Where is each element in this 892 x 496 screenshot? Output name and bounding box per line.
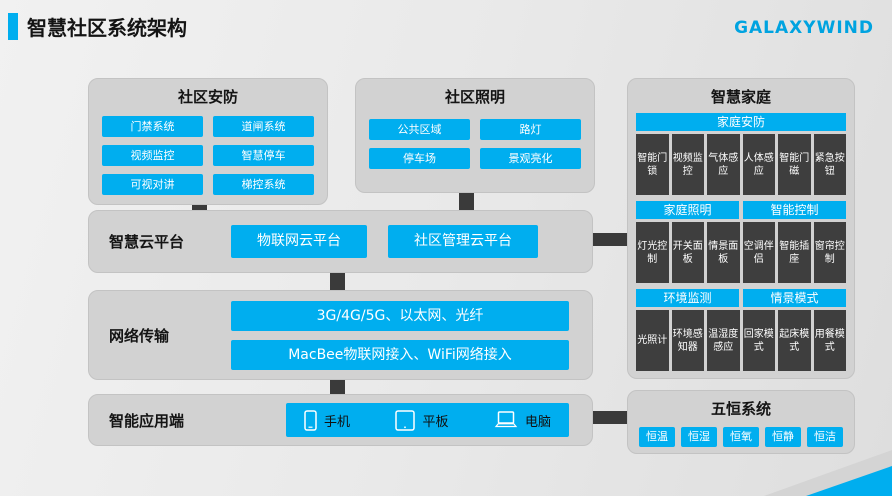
panel-smart-home: 智慧家庭 家庭安防 智能门锁 视频监控 气体感应 人体感应 智能门磁 紧急按钮 … (627, 78, 855, 379)
node-access-control: 门禁系统 (102, 116, 203, 137)
smart-home-node-row: 智能门锁 视频监控 气体感应 人体感应 智能门磁 紧急按钮 (636, 134, 846, 195)
panel-five-constant-system: 五恒系统 恒温 恒湿 恒氧 恒静 恒洁 (627, 390, 855, 454)
device-tablet-label: 平板 (422, 414, 449, 430)
node-constant-oxygen: 恒氧 (723, 427, 759, 447)
smart-home-section-header-row: 家庭安防 (636, 113, 846, 131)
node-macbee-wifi-access: MacBee物联网接入、WiFi网络接入 (231, 339, 569, 370)
panel-five-constant-title: 五恒系统 (710, 400, 771, 418)
node-parking-lot: 停车场 (369, 148, 470, 169)
node-smart-door-lock: 智能门锁 (636, 134, 669, 195)
node-constant-humidity: 恒湿 (681, 427, 717, 447)
connector-lighting-to-cloud (459, 187, 474, 214)
node-switch-panel: 开关面板 (671, 222, 704, 283)
node-emergency-button: 紧急按钮 (813, 134, 846, 195)
node-gas-sensor: 气体感应 (707, 134, 740, 195)
node-constant-temperature: 恒温 (639, 427, 675, 447)
panel-cloud-title: 智慧云平台 (109, 233, 185, 251)
smartphone-icon (304, 409, 317, 431)
panel-community-security-title: 社区安防 (177, 88, 238, 106)
node-iot-cloud-platform: 物联网云平台 (231, 225, 367, 258)
node-community-management-cloud: 社区管理云平台 (388, 225, 538, 258)
device-phone-label: 手机 (324, 414, 351, 430)
panel-community-security: 社区安防 门禁系统 道闸系统 视频监控 智慧停车 可视对讲 梯控系统 (88, 78, 328, 205)
node-wakeup-mode: 起床模式 (778, 310, 811, 371)
laptop-icon (494, 411, 518, 429)
device-computer-label: 电脑 (524, 414, 551, 430)
header-scene-modes: 情景模式 (743, 289, 846, 307)
node-scene-panel: 情景面板 (707, 222, 740, 283)
connector-network-to-terminal (330, 375, 345, 398)
smart-home-node-row: 灯光控制 开关面板 情景面板 空调伴侣 智能插座 窗帘控制 (636, 222, 846, 283)
node-home-mode: 回家模式 (742, 310, 775, 371)
node-dining-mode: 用餐模式 (813, 310, 846, 371)
node-video-intercom: 可视对讲 (102, 174, 203, 195)
lighting-node-grid: 公共区域 路灯 停车场 景观亮化 (356, 107, 594, 169)
tablet-icon (395, 409, 416, 431)
smart-home-section-header-row: 家庭照明 智能控制 (636, 201, 846, 219)
header-home-lighting: 家庭照明 (636, 201, 739, 219)
node-video-surveillance: 视频监控 (102, 145, 203, 166)
node-body-sensor: 人体感应 (742, 134, 775, 195)
node-smart-socket: 智能插座 (778, 222, 811, 283)
page-title: 智慧社区系统架构 (27, 16, 187, 40)
node-constant-clean: 恒洁 (807, 427, 843, 447)
panel-community-lighting-title: 社区照明 (444, 88, 505, 106)
title-accent-bar (8, 13, 18, 40)
header-environment-monitoring: 环境监测 (636, 289, 739, 307)
connector-terminal-to-five-constant (588, 411, 631, 424)
smart-home-node-row: 光照计 环境感知器 温湿度感应 回家模式 起床模式 用餐模式 (636, 310, 846, 371)
device-bar: 手机 平板 电脑 (286, 403, 569, 437)
device-computer: 电脑 (494, 411, 551, 430)
panel-smart-home-title: 智慧家庭 (710, 88, 771, 106)
node-temp-humidity-sensor: 温湿度感应 (707, 310, 740, 371)
title-block: 智慧社区系统架构 (8, 12, 187, 41)
node-curtain-control: 窗帘控制 (813, 222, 846, 283)
node-elevator-control: 梯控系统 (213, 174, 314, 195)
node-barrier-gate: 道闸系统 (213, 116, 314, 137)
node-light-control: 灯光控制 (636, 222, 669, 283)
panel-community-lighting: 社区照明 公共区域 路灯 停车场 景观亮化 (355, 78, 595, 193)
brand-logo: GALAXYWIND (734, 18, 874, 38)
node-street-lamp: 路灯 (480, 119, 581, 140)
device-phone: 手机 (304, 409, 351, 431)
five-constant-row: 恒温 恒湿 恒氧 恒静 恒洁 (628, 427, 854, 447)
header-home-security: 家庭安防 (636, 113, 846, 131)
node-cellular-ethernet-fiber: 3G/4G/5G、以太网、光纤 (231, 300, 569, 331)
node-public-area: 公共区域 (369, 119, 470, 140)
panel-smart-application-terminal: 智能应用端 手机 平板 (88, 394, 593, 446)
panel-network-transmission: 网络传输 3G/4G/5G、以太网、光纤 MacBee物联网接入、WiFi网络接… (88, 290, 593, 380)
connector-cloud-to-network (330, 268, 345, 294)
smart-home-section-header-row: 环境监测 情景模式 (636, 289, 846, 307)
node-constant-quiet: 恒静 (765, 427, 801, 447)
node-door-magnet: 智能门磁 (778, 134, 811, 195)
panel-smart-cloud-platform: 智慧云平台 物联网云平台 社区管理云平台 (88, 210, 593, 273)
header: 智慧社区系统架构 GALAXYWIND (8, 12, 874, 41)
node-home-video-surveillance: 视频监控 (671, 134, 704, 195)
panel-terminal-title: 智能应用端 (109, 411, 185, 430)
node-ac-companion: 空调伴侣 (742, 222, 775, 283)
node-smart-parking: 智慧停车 (213, 145, 314, 166)
node-light-meter: 光照计 (636, 310, 669, 371)
panel-network-title: 网络传输 (109, 326, 170, 345)
connector-cloud-to-smart-home (588, 233, 631, 246)
node-landscape-lighting: 景观亮化 (480, 148, 581, 169)
network-bar-column: 3G/4G/5G、以太网、光纤 MacBee物联网接入、WiFi网络接入 (231, 300, 569, 370)
header-smart-control: 智能控制 (743, 201, 846, 219)
node-environment-sensor: 环境感知器 (671, 310, 704, 371)
corner-decoration-blue (806, 466, 892, 496)
device-tablet: 平板 (395, 409, 449, 431)
security-node-grid: 门禁系统 道闸系统 视频监控 智慧停车 可视对讲 梯控系统 (89, 107, 327, 195)
